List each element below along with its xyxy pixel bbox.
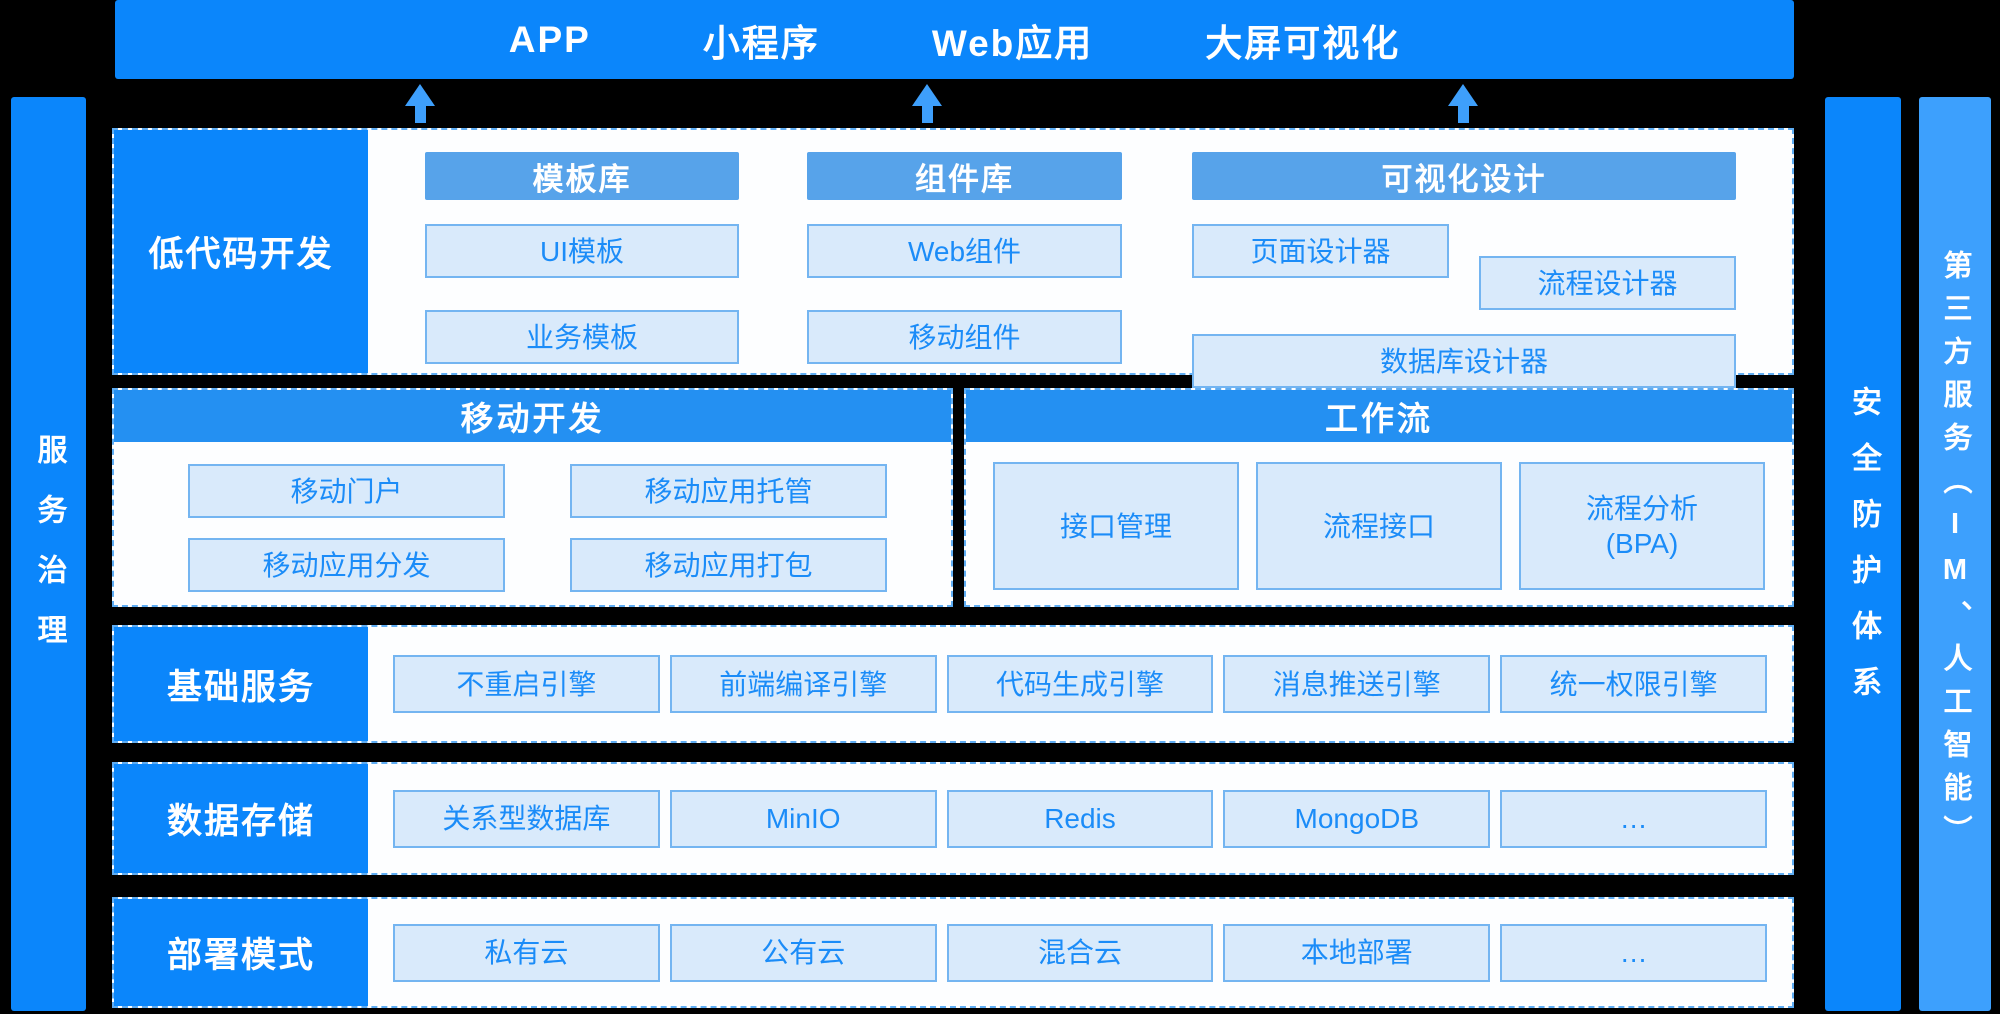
- third-party-services-bar: 第三方服务（IM、人工智能）: [1919, 97, 1991, 1011]
- template-library-header: 模板库: [425, 152, 739, 200]
- row-label-data-storage: 数据存储: [114, 764, 368, 873]
- third-party-services-label: 第三方服务（IM、人工智能）: [1939, 250, 1971, 858]
- diagram-box: 数据库设计器: [1192, 334, 1736, 388]
- diagram-box: 流程接口: [1256, 462, 1502, 590]
- diagram-box: 移动应用打包: [570, 538, 887, 592]
- diagram-box: MongoDB: [1223, 789, 1491, 848]
- row-label-low-code: 低代码开发: [114, 130, 368, 373]
- mobile-development-header: 移动开发: [114, 390, 951, 442]
- up-arrow-icon: [1448, 84, 1478, 124]
- visual-design-column: 可视化设计 页面设计器 流程设计器 数据库设计器: [1192, 130, 1736, 388]
- data-storage-panel: 数据存储 关系型数据库 MinIO Redis MongoDB …: [112, 762, 1794, 875]
- security-system-bar: 安全防护体系: [1825, 97, 1901, 1011]
- diagram-box: 前端编译引擎: [669, 655, 937, 713]
- diagram-box: …: [1500, 789, 1767, 848]
- deployment-modes-panel: 部署模式 私有云 公有云 混合云 本地部署 …: [112, 897, 1794, 1008]
- up-arrow-icon: [912, 84, 942, 124]
- security-system-label: 安全防护体系: [1847, 386, 1880, 722]
- visual-design-header: 可视化设计: [1192, 152, 1736, 200]
- app-type-label: Web应用: [931, 22, 1094, 64]
- diagram-box: 关系型数据库: [393, 789, 660, 848]
- diagram-box: 移动门户: [188, 464, 505, 518]
- diagram-box: Web组件: [807, 224, 1122, 278]
- diagram-box: UI模板: [425, 224, 739, 278]
- service-governance-bar: 服务治理: [11, 97, 86, 1011]
- service-governance-label: 服务治理: [32, 434, 66, 674]
- row-label-base-services: 基础服务: [114, 627, 368, 741]
- diagram-box: 接口管理: [993, 462, 1239, 590]
- diagram-box: Redis: [946, 789, 1214, 848]
- diagram-box: 移动应用分发: [188, 538, 505, 592]
- component-library-header: 组件库: [807, 152, 1122, 200]
- applications-bar: APP 小程序 Web应用 大屏可视化: [115, 0, 1794, 79]
- up-arrow-icon: [405, 84, 435, 124]
- base-services-panel: 基础服务 不重启引擎 前端编译引擎 代码生成引擎 消息推送引擎 统一权限引擎: [112, 625, 1794, 743]
- diagram-box: 本地部署: [1223, 923, 1491, 982]
- app-type-label: APP: [508, 18, 591, 60]
- template-library-column: 模板库 UI模板 业务模板: [425, 130, 739, 364]
- app-type-label: 大屏可视化: [1205, 22, 1401, 64]
- diagram-box: 统一权限引擎: [1500, 655, 1767, 713]
- diagram-box: 流程分析 (BPA): [1519, 462, 1765, 590]
- diagram-box: 代码生成引擎: [946, 655, 1214, 713]
- row-label-deployment: 部署模式: [114, 899, 368, 1006]
- diagram-box: 移动组件: [807, 310, 1122, 364]
- diagram-box: 流程设计器: [1479, 256, 1736, 310]
- workflow-header: 工作流: [966, 390, 1792, 442]
- workflow-panel: 工作流 接口管理 流程接口 流程分析 (BPA): [964, 388, 1794, 607]
- diagram-box: 不重启引擎: [393, 655, 660, 713]
- diagram-box: 公有云: [669, 923, 937, 982]
- diagram-box: MinIO: [669, 789, 937, 848]
- diagram-box: …: [1500, 923, 1767, 982]
- diagram-box: 移动应用托管: [570, 464, 887, 518]
- component-library-column: 组件库 Web组件 移动组件: [807, 130, 1122, 364]
- diagram-box: 混合云: [946, 923, 1214, 982]
- diagram-box: 页面设计器: [1192, 224, 1449, 278]
- diagram-box: 私有云: [393, 923, 660, 982]
- diagram-box: 消息推送引擎: [1223, 655, 1491, 713]
- low-code-development-panel: 低代码开发 模板库 UI模板 业务模板 组件库 Web组件 移动组件 可视化设计…: [112, 128, 1794, 388]
- mobile-development-panel: 移动开发 移动门户 移动应用托管 移动应用分发 移动应用打包: [112, 388, 953, 607]
- diagram-box: 业务模板: [425, 310, 739, 364]
- app-type-label: 小程序: [702, 22, 820, 64]
